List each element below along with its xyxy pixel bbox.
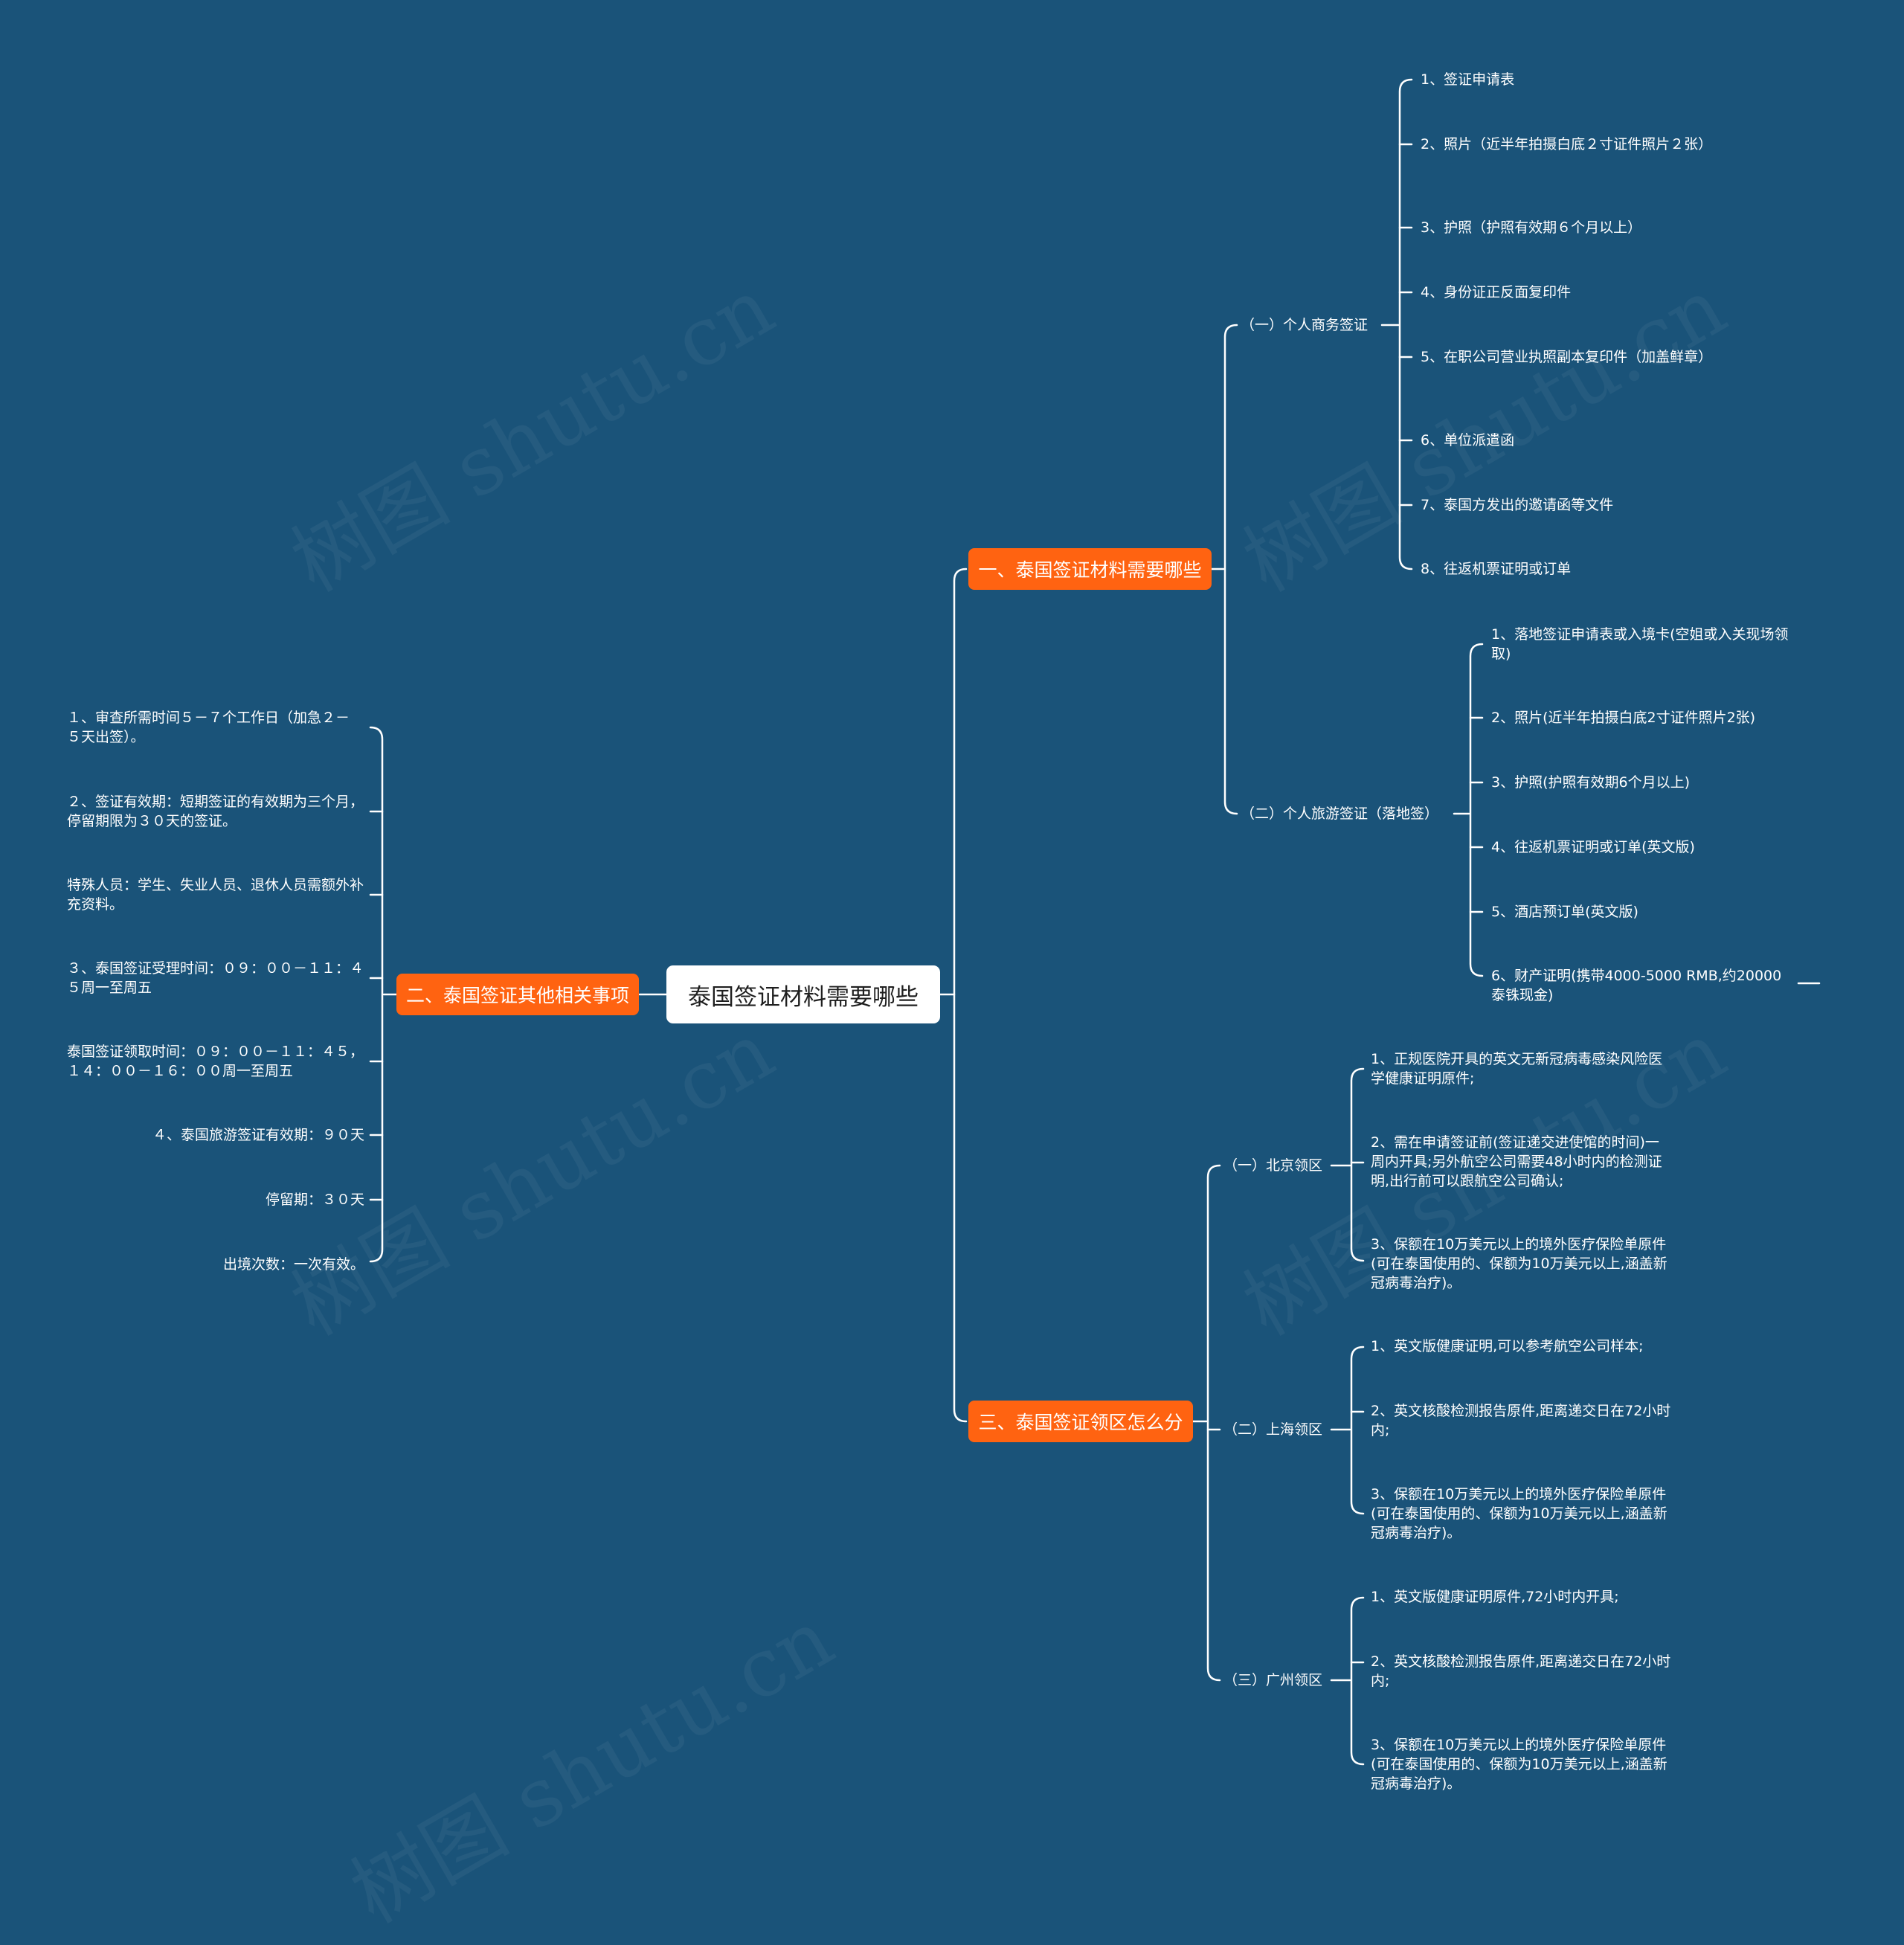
list-item: 2、需在申请签证前(签证递交进使馆的时间)一周内开具;另外航空公司需要48小时内…	[1371, 1134, 1662, 1189]
mind-map-canvas: 树图 shutu.cn 树图 shutu.cn 树图 shutu.cn 树图 s…	[67, 71, 1821, 1941]
list-item: 2、英文核酸检测报告原件,距离递交日在72小时内;	[1371, 1403, 1671, 1438]
list-item: 1、签证申请表	[1421, 71, 1515, 88]
list-item: 4、往返机票证明或订单(英文版)	[1491, 839, 1695, 855]
list-item: 出境次数：一次有效。	[222, 1256, 364, 1273]
list-item: 4、身份证正反面复印件	[1421, 284, 1572, 300]
sub-beijing-district[interactable]: （一）北京领区	[1223, 1157, 1323, 1174]
list-item: 3、保额在10万美元以上的境外医疗保险单原件(可在泰国使用的、保额为10万美元以…	[1371, 1486, 1667, 1541]
list-item: 泰国签证领取时间：０９：００－１１：４５，１４：００－１６：００周一至周五	[67, 1044, 364, 1079]
list-item: 2、照片（近半年拍摄白底２寸证件照片２张）	[1421, 136, 1713, 152]
branch-consular-districts[interactable]: 三、泰国签证领区怎么分	[968, 1401, 1193, 1442]
sub-business-visa[interactable]: （一）个人商务签证	[1241, 317, 1368, 333]
list-item: 2、英文核酸检测报告原件,距离递交日在72小时内;	[1371, 1653, 1671, 1689]
list-item: ２、签证有效期：短期签证的有效期为三个月，停留期限为３０天的签证。	[67, 794, 364, 829]
list-item: 1、英文版健康证明,可以参考航空公司样本;	[1371, 1338, 1644, 1354]
list-item: 5、在职公司营业执照副本复印件（加盖鲜章）	[1421, 349, 1713, 365]
connector-lines	[369, 78, 1821, 1766]
watermark: 树图 shutu.cn	[277, 260, 789, 610]
branch-other-matters[interactable]: 二、泰国签证其他相关事项	[396, 974, 639, 1015]
list-item: ４、泰国旅游签证有效期：９０天	[152, 1127, 364, 1143]
root-topic[interactable]: 泰国签证材料需要哪些	[666, 965, 940, 1023]
sub-guangzhou-district[interactable]: （三）广州领区	[1223, 1672, 1323, 1688]
list-item: 5、酒店预订单(英文版)	[1491, 904, 1638, 920]
list-item: 3、护照（护照有效期６个月以上）	[1421, 219, 1642, 236]
list-item: 6、财产证明(携带4000-5000 RMB,约20000泰铢现金)	[1491, 968, 1782, 1003]
list-item: 3、保额在10万美元以上的境外医疗保险单原件(可在泰国使用的、保额为10万美元以…	[1371, 1236, 1667, 1291]
list-item: 6、单位派遣函	[1421, 432, 1515, 449]
list-item: 3、护照(护照有效期6个月以上)	[1491, 774, 1691, 791]
list-item: 2、照片(近半年拍摄白底2寸证件照片2张)	[1491, 710, 1756, 726]
list-item: 7、泰国方发出的邀请函等文件	[1421, 497, 1614, 513]
sub-shanghai-district[interactable]: （二）上海领区	[1223, 1421, 1323, 1438]
sub-tourist-visa[interactable]: （二）个人旅游签证（落地签）	[1241, 806, 1439, 822]
watermark: 树图 shutu.cn	[336, 1592, 849, 1941]
list-item: 3、保额在10万美元以上的境外医疗保险单原件(可在泰国使用的、保额为10万美元以…	[1371, 1737, 1667, 1792]
list-item: 1、英文版健康证明原件,72小时内开具;	[1371, 1589, 1619, 1605]
list-item: 停留期：３０天	[265, 1192, 364, 1208]
branch-visa-materials[interactable]: 一、泰国签证材料需要哪些	[968, 548, 1212, 590]
list-item: 1、正规医院开具的英文无新冠病毒感染风险医学健康证明原件;	[1371, 1051, 1663, 1087]
list-item: ３、泰国签证受理时间：０９：００－１１：４５周一至周五	[67, 960, 364, 996]
list-item: 特殊人员：学生、失业人员、退休人员需额外补充资料。	[67, 877, 364, 913]
list-item: 8、往返机票证明或订单	[1421, 561, 1572, 577]
list-item: １、审查所需时间５－７个工作日（加急２－５天出签）。	[67, 710, 350, 745]
list-item: 1、落地签证申请表或入境卡(空姐或入关现场领取)	[1491, 626, 1789, 662]
